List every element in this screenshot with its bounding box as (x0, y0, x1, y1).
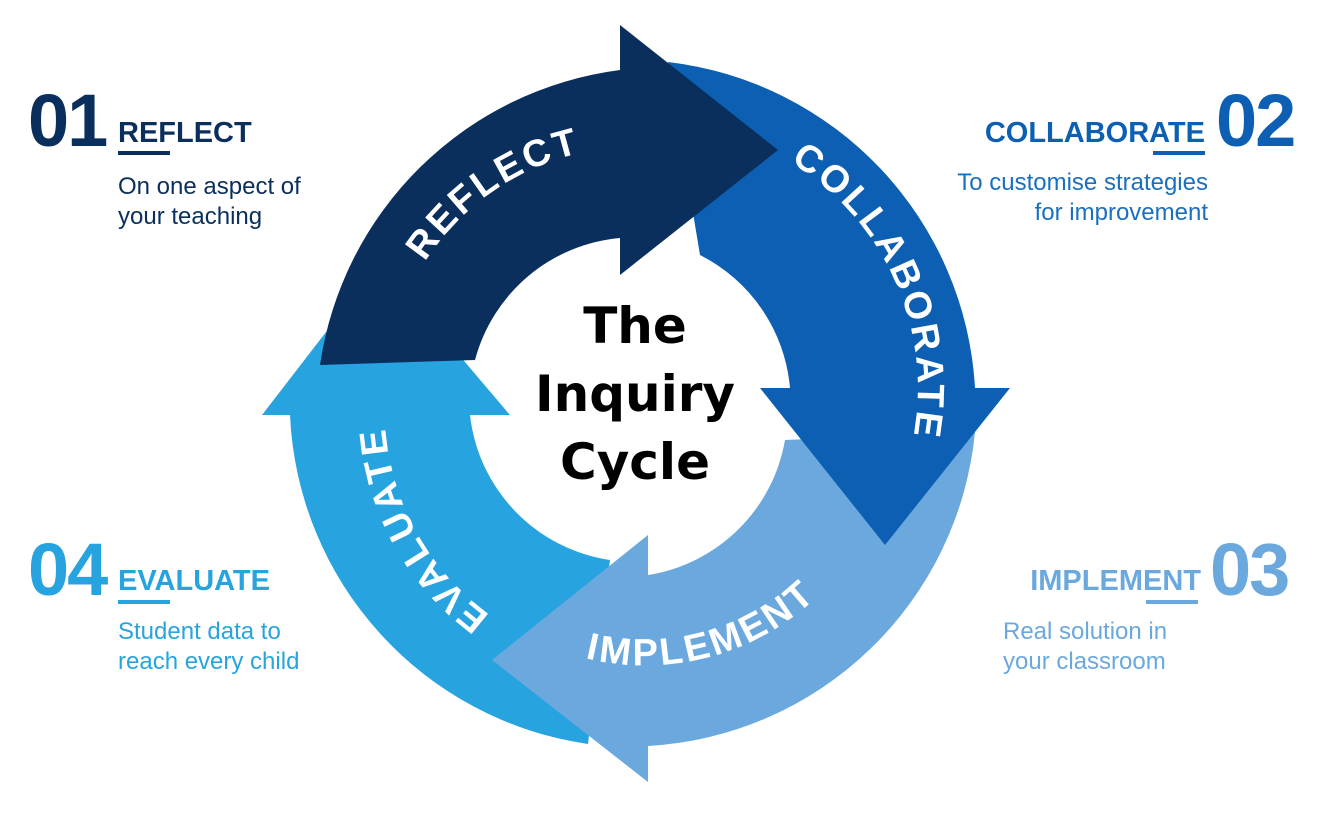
step-title-implement: IMPLEMENT (1030, 565, 1201, 597)
title-underline (118, 151, 170, 155)
title-underline (118, 600, 170, 604)
step-number-01: 01 (28, 79, 108, 162)
step-number-03: 03 (1210, 528, 1290, 611)
step-number-04: 04 (28, 528, 108, 611)
reflect-arrow (320, 25, 778, 365)
center-title: The Inquiry Cycle (510, 292, 760, 496)
step-description-collaborate: To customise strategies for improvement (957, 168, 1208, 228)
description-line: your teaching (118, 203, 263, 230)
description-line: your classroom (1003, 648, 1166, 675)
evaluate-arrow (262, 262, 610, 744)
description-line: for improvement (1034, 199, 1208, 226)
description-line: Real solution in (1003, 618, 1168, 645)
step-description-implement: Real solution in your classroom (1003, 617, 1167, 677)
collaborate-arrow (668, 62, 1010, 545)
title-underline (1153, 151, 1205, 155)
title-underline (1146, 600, 1198, 604)
description-line: To customise strategies (957, 169, 1208, 196)
description-line: reach every child (118, 648, 300, 675)
description-line: On one aspect of (118, 173, 301, 200)
description-line: Student data to (118, 618, 281, 645)
center-title-line: Inquiry (535, 365, 735, 423)
step-number-02: 02 (1216, 79, 1296, 162)
step-title-evaluate: EVALUATE (118, 565, 270, 597)
step-title-reflect: REFLECT (118, 117, 252, 149)
step-description-evaluate: Student data to reach every child (118, 617, 299, 677)
step-description-reflect: On one aspect of your teaching (118, 172, 301, 232)
step-title-collaborate: COLLABORATE (984, 117, 1205, 149)
implement-arrow (492, 432, 975, 782)
center-title-line: Cycle (560, 433, 710, 491)
center-title-line: The (583, 297, 687, 355)
